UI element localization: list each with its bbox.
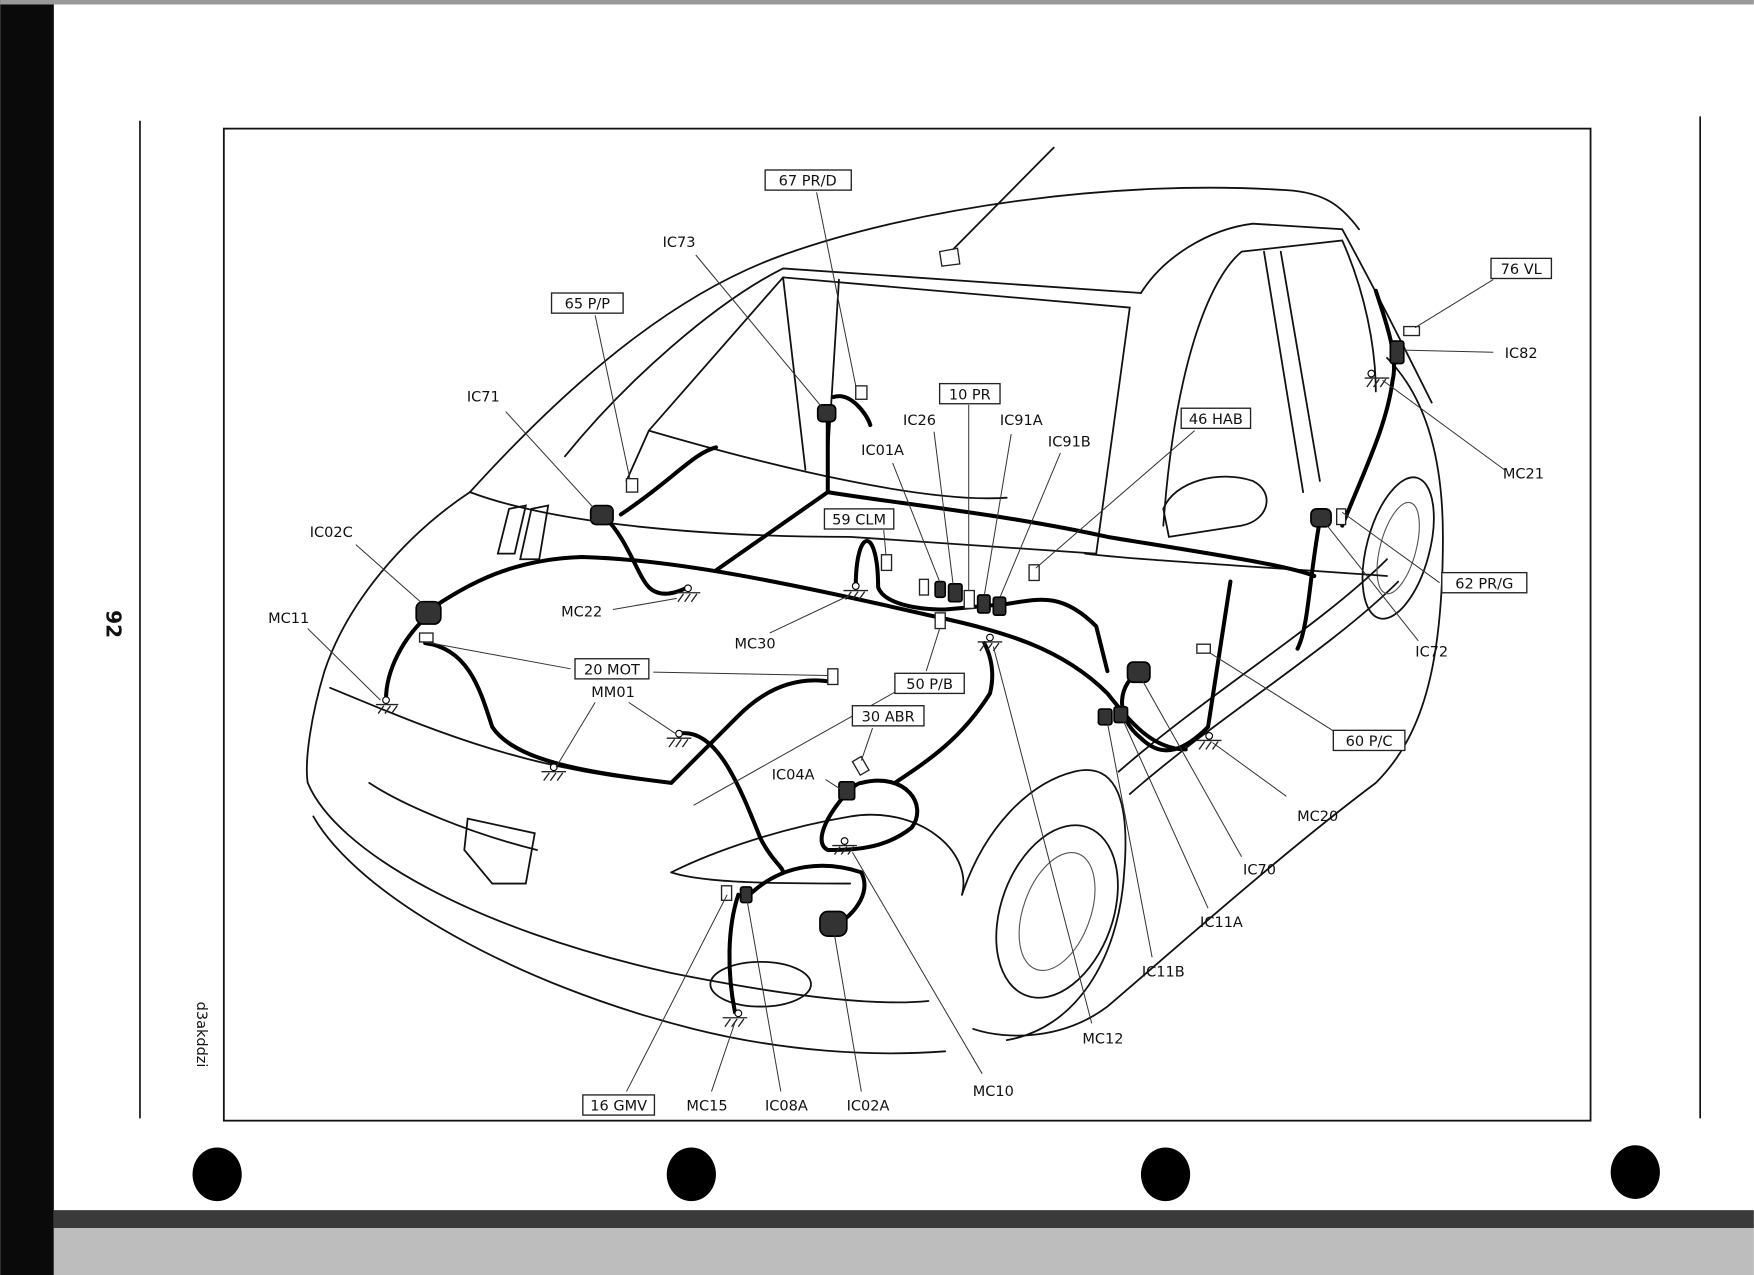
callout-ic73: IC73	[663, 235, 696, 251]
connector-ic91b	[992, 596, 1007, 616]
page-number: 92	[101, 610, 125, 638]
svg-text:46 HAB: 46 HAB	[1189, 412, 1243, 428]
connector-ic72	[1310, 508, 1332, 528]
svg-text:65 P/P: 65 P/P	[565, 297, 611, 313]
connector-ic02c	[415, 600, 442, 625]
callout-mc10: MC10	[973, 1084, 1014, 1100]
svg-text:20 MOT: 20 MOT	[584, 662, 640, 678]
callout-ic02a: IC02A	[847, 1099, 890, 1115]
callout-mc30: MC30	[735, 637, 776, 653]
callout-76-vl: 76 VL	[1490, 257, 1553, 280]
callout-16-gmv: 16 GMV	[582, 1094, 656, 1116]
connector-ic11a	[1113, 706, 1129, 724]
leader-lines	[307, 192, 1505, 1092]
diagram-frame	[222, 127, 1592, 1122]
callout-ic72: IC72	[1415, 645, 1448, 661]
ground-points	[375, 369, 1390, 1028]
svg-text:10 PR: 10 PR	[949, 387, 991, 403]
scan-bottom-strip	[53, 1228, 1754, 1275]
connector-ic70	[1126, 661, 1151, 684]
svg-text:60 P/C: 60 P/C	[1346, 734, 1393, 750]
callout-ic82: IC82	[1505, 346, 1538, 362]
connector-ic82	[1389, 340, 1405, 365]
callout-20-mot: 20 MOT	[574, 658, 650, 680]
callout-mc15: MC15	[686, 1099, 727, 1115]
callout-mc12: MC12	[1082, 1031, 1123, 1047]
svg-text:16 GMV: 16 GMV	[590, 1099, 647, 1115]
svg-text:50 P/B: 50 P/B	[906, 677, 953, 693]
callout-mc11: MC11	[268, 611, 309, 627]
ground-mc20	[1196, 732, 1222, 750]
scan-bottom-band	[53, 1210, 1754, 1229]
connector-ic26	[947, 582, 963, 603]
svg-text:67 PR/D: 67 PR/D	[779, 174, 837, 190]
callout-46-hab: 46 HAB	[1180, 407, 1252, 430]
connector-ic04a	[838, 780, 856, 801]
svg-text:62 PR/G: 62 PR/G	[1455, 576, 1513, 592]
connector-ic08a	[739, 886, 753, 904]
connectors	[415, 325, 1421, 937]
callout-ic02c: IC02C	[310, 525, 353, 541]
callout-ic11b: IC11B	[1142, 964, 1185, 980]
callout-ic01a: IC01A	[861, 443, 904, 459]
svg-text:30 ABR: 30 ABR	[862, 709, 915, 725]
callout-mm01: MM01	[591, 685, 635, 701]
connector-ic11b	[1097, 708, 1113, 726]
connector-ic73	[816, 404, 837, 423]
punch-holes	[192, 1145, 1660, 1202]
callout-67-pr-d: 67 PR/D	[764, 169, 852, 191]
wiring-harness	[384, 288, 1397, 1015]
connector-ic91a	[976, 594, 991, 614]
svg-text:59 CLM: 59 CLM	[832, 513, 886, 529]
car-outline	[305, 146, 1444, 1055]
callout-ic91a: IC91A	[1000, 413, 1043, 429]
callout-30-abr: 30 ABR	[851, 705, 925, 727]
callout-60-p-c: 60 P/C	[1332, 729, 1406, 752]
callout-mc22: MC22	[561, 604, 602, 620]
callout-10-pr: 10 PR	[938, 382, 1001, 405]
callout-ic08a: IC08A	[765, 1099, 808, 1115]
callout-ic26: IC26	[903, 413, 936, 429]
callout-ic91b: IC91B	[1048, 434, 1091, 450]
scan-left-edge	[0, 0, 54, 1275]
ground-mm01-b	[541, 763, 567, 782]
callout-62-pr-g: 62 PR/G	[1441, 571, 1528, 594]
callout-mc21: MC21	[1503, 467, 1544, 483]
callout-ic04a: IC04A	[772, 768, 815, 784]
ground-mc11	[375, 696, 399, 714]
callout-ic71: IC71	[467, 390, 500, 406]
callout-65-p-p: 65 P/P	[550, 292, 624, 314]
ground-mc21	[1364, 369, 1390, 388]
connector-ic02a	[819, 910, 848, 937]
svg-text:76 VL: 76 VL	[1501, 262, 1543, 278]
callout-ic11a: IC11A	[1200, 915, 1243, 931]
callout-mc20: MC20	[1297, 809, 1338, 825]
ground-mc22	[675, 584, 701, 603]
connector-ic01a	[934, 580, 947, 599]
ground-mc12	[977, 633, 1003, 652]
callout-59-clm: 59 CLM	[823, 508, 895, 530]
ground-mc10	[832, 837, 857, 855]
ground-mc30	[843, 582, 869, 600]
callout-ic70: IC70	[1243, 863, 1276, 879]
callout-labels: 67 PR/D IC73 65 P/P IC71 10 PR IC26 IC91…	[268, 169, 1553, 1116]
reference-code: d3akddzi	[193, 1002, 209, 1068]
callout-50-p-b: 50 P/B	[894, 672, 965, 695]
ground-mc15	[722, 1009, 748, 1028]
